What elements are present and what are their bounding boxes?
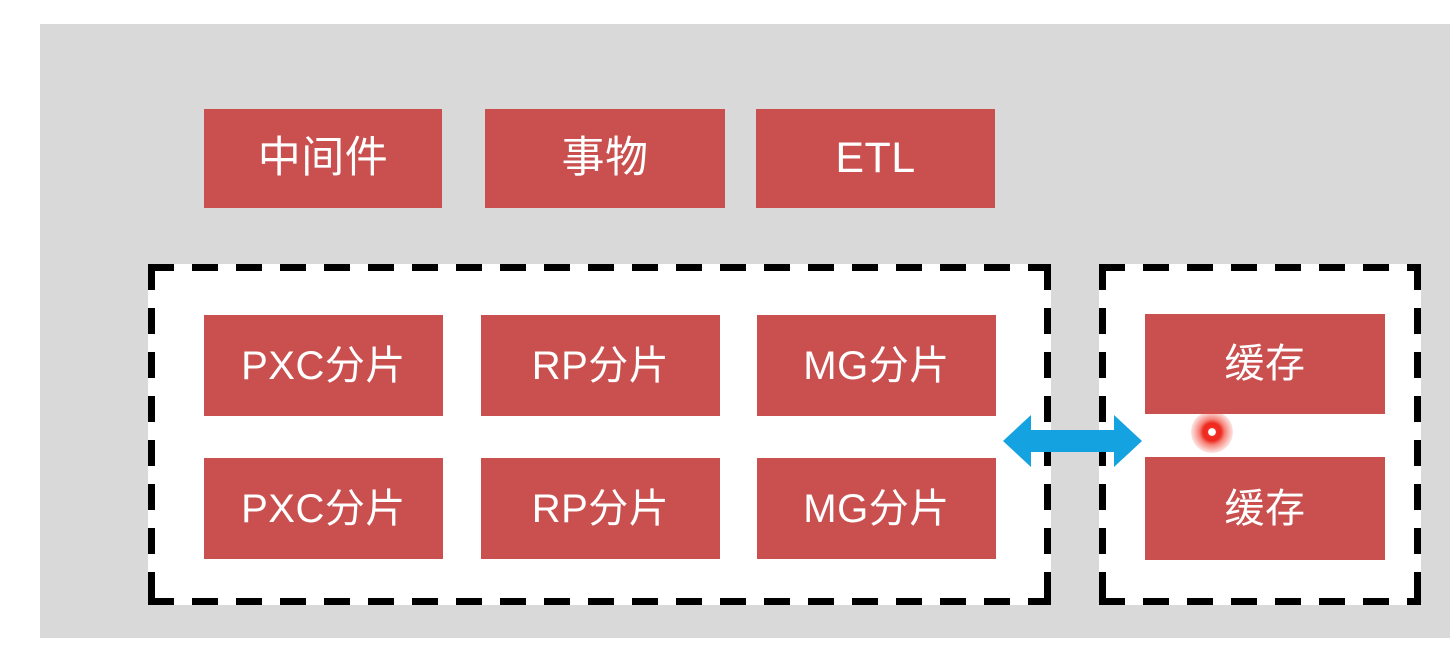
dashed-edge-top	[1099, 264, 1421, 271]
dashed-edge-bottom	[148, 598, 1051, 605]
double-arrow-svg	[1003, 415, 1142, 467]
dashed-edge-left	[148, 264, 155, 605]
top-box-transaction[interactable]: 事物	[485, 109, 725, 208]
top-box-etl[interactable]: ETL	[756, 109, 995, 208]
shard-box-rp-row2[interactable]: RP分片	[481, 458, 720, 559]
top-box-etl-label: ETL	[835, 134, 916, 182]
shard-cluster-group: PXC分片 RP分片 MG分片 PXC分片 RP分片 MG分片	[148, 264, 1051, 605]
shard-box-pxc-row1[interactable]: PXC分片	[204, 315, 443, 416]
top-box-middleware-label: 中间件	[257, 134, 389, 182]
cache-cluster-group: 缓存 缓存	[1099, 264, 1421, 605]
cache-box-bottom[interactable]: 缓存	[1145, 457, 1385, 560]
dashed-edge-right	[1414, 264, 1421, 605]
top-box-transaction-label: 事物	[561, 134, 649, 182]
shard-box-rp-row1-label: RP分片	[531, 343, 670, 388]
shard-box-mg-row2-label: MG分片	[803, 486, 950, 531]
double-arrow-shape	[1003, 415, 1142, 467]
cache-box-top-label: 缓存	[1224, 342, 1306, 386]
shard-box-pxc-row2-label: PXC分片	[241, 486, 406, 531]
shard-box-rp-row1[interactable]: RP分片	[481, 315, 720, 416]
cache-box-bottom-label: 缓存	[1224, 486, 1306, 531]
dashed-edge-top	[148, 264, 1051, 271]
shard-box-mg-row1[interactable]: MG分片	[757, 315, 996, 416]
shard-box-mg-row2[interactable]: MG分片	[757, 458, 996, 559]
cache-box-top[interactable]: 缓存	[1145, 314, 1385, 414]
shard-box-rp-row2-label: RP分片	[531, 486, 670, 531]
shard-box-pxc-row2[interactable]: PXC分片	[204, 458, 443, 559]
top-box-middleware[interactable]: 中间件	[204, 109, 442, 208]
double-arrow-horizontal-icon	[1003, 414, 1142, 468]
slide-panel: 中间件 事物 ETL PXC分片 RP分片 MG分片	[40, 24, 1450, 638]
shard-box-pxc-row1-label: PXC分片	[241, 343, 406, 388]
shard-box-mg-row1-label: MG分片	[803, 343, 950, 388]
dashed-edge-bottom	[1099, 598, 1421, 605]
